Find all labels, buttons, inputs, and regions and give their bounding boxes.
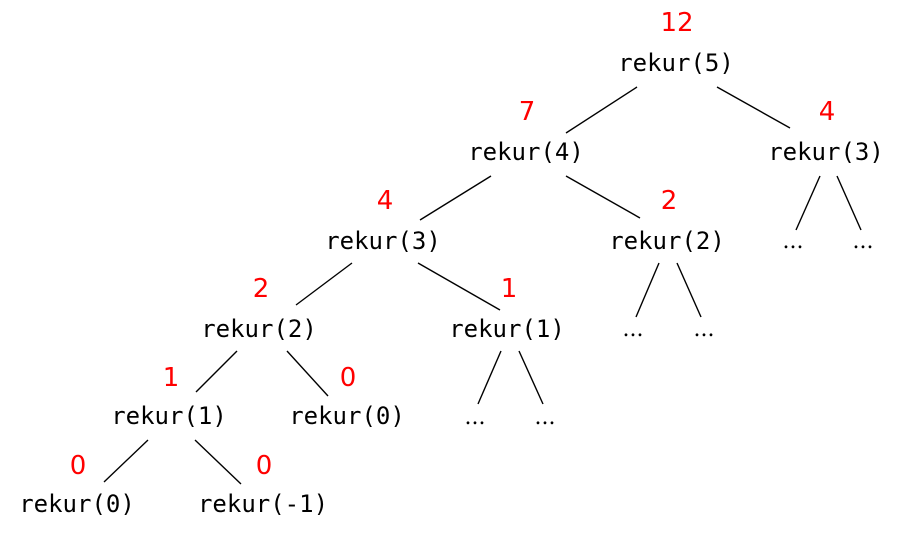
edge-rekur2-rekur1 bbox=[195, 350, 238, 393]
edge-rekur4-rekur2-right bbox=[565, 175, 641, 219]
edge-rekur2-right-ellipsis-left bbox=[635, 262, 660, 318]
value-rekur2-right: 2 bbox=[660, 186, 678, 216]
node-rekur1: rekur(1) bbox=[111, 402, 227, 430]
edge-rekur3-right-ellipsis-right bbox=[836, 175, 862, 231]
node-rekur3: rekur(3) bbox=[325, 227, 441, 255]
edge-rekur3-right-ellipsis-left bbox=[795, 175, 821, 231]
ellipsis-rekur2-right-left: ... bbox=[622, 317, 644, 342]
value-rekurm1: 0 bbox=[255, 451, 273, 481]
edge-rekur1-right-ellipsis-right bbox=[518, 350, 544, 405]
node-rekur5: rekur(5) bbox=[618, 49, 734, 77]
node-rekur4: rekur(4) bbox=[468, 138, 584, 166]
ellipsis-rekur2-right-right: ... bbox=[693, 317, 715, 342]
edge-rekur5-rekur4 bbox=[565, 86, 638, 134]
value-rekur0: 0 bbox=[69, 451, 87, 481]
ellipsis-rekur1-right-left: ... bbox=[464, 405, 486, 430]
ellipsis-rekur1-right-right: ... bbox=[534, 405, 556, 430]
node-rekur2-right: rekur(2) bbox=[609, 227, 725, 255]
edge-rekur5-rekur3-right bbox=[716, 86, 791, 129]
edge-rekur2-rekur0-right bbox=[286, 350, 329, 397]
edge-rekur4-rekur3 bbox=[419, 175, 492, 221]
edge-rekur3-rekur2 bbox=[295, 262, 353, 306]
value-rekur3: 4 bbox=[376, 186, 394, 216]
edge-rekur3-rekur1-right bbox=[417, 262, 501, 311]
value-rekur1: 1 bbox=[162, 363, 180, 393]
node-rekur0-right: rekur(0) bbox=[289, 402, 405, 430]
edge-rekur1-rekur0 bbox=[103, 439, 149, 483]
node-rekur1-right: rekur(1) bbox=[449, 315, 565, 343]
edge-rekur2-right-ellipsis-right bbox=[676, 262, 702, 318]
node-rekurm1: rekur(-1) bbox=[197, 490, 329, 518]
node-rekur3-right: rekur(3) bbox=[768, 138, 884, 166]
edge-rekur1-right-ellipsis-left bbox=[477, 350, 502, 405]
value-rekur5: 12 bbox=[660, 8, 694, 38]
value-rekur2: 2 bbox=[252, 274, 270, 304]
node-rekur0: rekur(0) bbox=[19, 490, 135, 518]
value-rekur1-right: 1 bbox=[500, 274, 518, 304]
ellipsis-rekur3-right-right: ... bbox=[852, 229, 874, 254]
ellipsis-rekur3-right-left: ... bbox=[782, 229, 804, 254]
value-rekur3-right: 4 bbox=[818, 97, 836, 127]
node-rekur2: rekur(2) bbox=[201, 315, 317, 343]
edge-rekur1-rekurm1 bbox=[194, 439, 242, 485]
value-rekur4: 7 bbox=[518, 97, 536, 127]
value-rekur0-right: 0 bbox=[339, 363, 357, 393]
